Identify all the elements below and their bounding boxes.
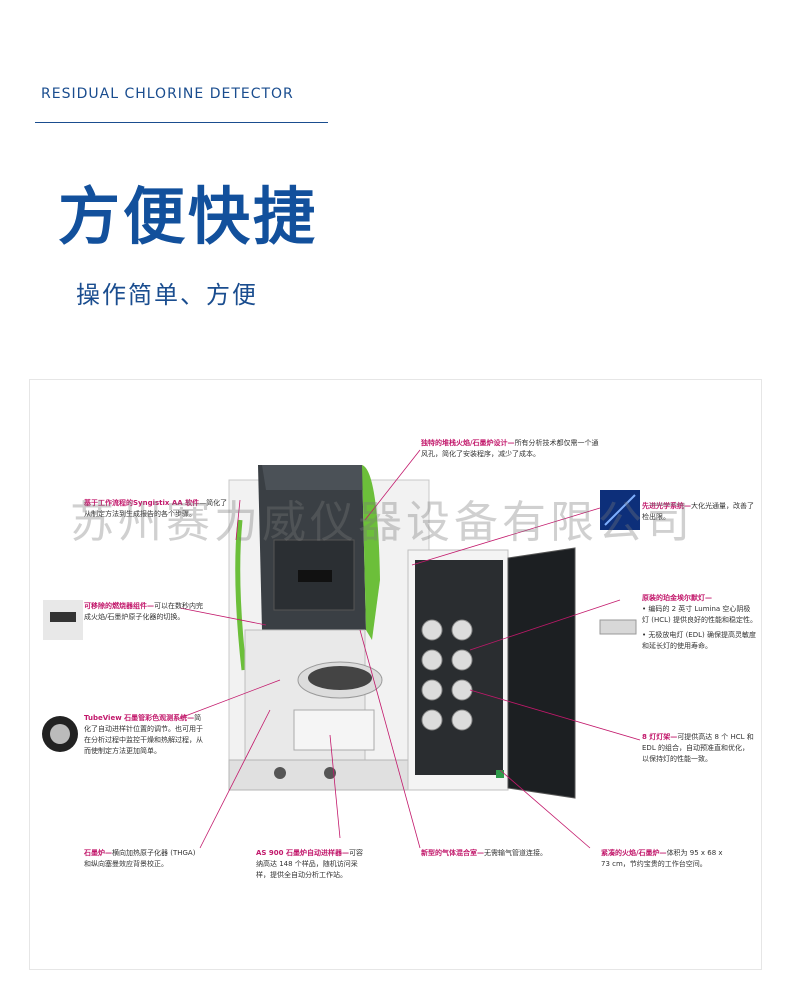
green-trim-right (362, 465, 380, 640)
lamp-socket-5 (421, 679, 443, 701)
callout-compact: 紧凑的火焰/石墨炉—体积为 95 x 68 x 73 cm，节约宝贵的工作台空间… (601, 849, 723, 868)
knob-left (274, 767, 286, 779)
green-trim-left (235, 519, 247, 671)
subtitle-en: RESIDUAL CHLORINE DETECTOR (41, 86, 294, 102)
callout-lamps: 原装的珀金埃尔默灯— • 编码的 2 英寸 Lumina 空心阴极灯 (HCL)… (642, 594, 757, 650)
lamp-socket-8 (451, 709, 473, 731)
instrument-illustration (42, 449, 641, 849)
power-indicator (496, 770, 504, 778)
lamp-photo (599, 619, 637, 635)
callout-leader-lines (179, 449, 641, 849)
callout-tubeview: TubeView 石墨管彩色观测系统—简化了自动进样针位置的调节。也可用于在分析… (84, 714, 203, 755)
callout-workflow: 基于工作流程的Syngistix AA 软件—简化了从制定方法到生成报告的各个步… (84, 499, 228, 518)
lamp-door (507, 547, 576, 799)
lamp-socket-2 (451, 619, 473, 641)
callout-flame-graphite: 独特的堆栈火焰/石墨炉设计—所有分析技术都仅需一个通风孔，简化了安装程序，减少了… (421, 439, 599, 458)
lamp-socket-6 (451, 679, 473, 701)
divider (35, 122, 328, 123)
lamp-socket-7 (421, 709, 443, 731)
callout-autosampler: AS 900 石墨炉自动进样器—可容纳高达 148 个样品，随机访问采样，提供全… (256, 849, 363, 879)
optics-beam (604, 494, 636, 526)
hood-top (262, 465, 366, 490)
callout-optics: 先进光学系统—大化光通量，改善了检出限。 (642, 502, 754, 521)
lamp-socket-3 (421, 649, 443, 671)
burner-photo-part (50, 612, 76, 622)
page-title: 方便快捷 (58, 180, 319, 253)
product-diagram-panel: 独特的堆栈火焰/石墨炉设计—所有分析技术都仅需一个通风孔，简化了安装程序，减少了… (29, 379, 762, 970)
callout-burner: 可移除的燃烧器组件—可以在数秒内完成火焰/石墨炉原子化器的切换。 (84, 602, 203, 621)
callout-lamp-holder: 8 灯灯架—可提供高达 8 个 HCL 和 EDL 的组合，自动预准直和优化，以… (642, 733, 754, 763)
lamp-socket-1 (421, 619, 443, 641)
callout-gas: 新型的气体混合室—无需输气管道连接。 (421, 849, 547, 857)
page-subtitle: 操作简单、方便 (76, 281, 258, 309)
autosampler-base (293, 709, 375, 751)
callout-furnace: 石墨炉—横向加热原子化器 (THGA) 和纵向塞曼效应背景校正。 (84, 849, 196, 868)
furnace-slot (298, 570, 332, 582)
tubeview-photo-glow (50, 724, 70, 744)
lamp-socket-4 (451, 649, 473, 671)
sample-tray-inner (308, 666, 372, 690)
